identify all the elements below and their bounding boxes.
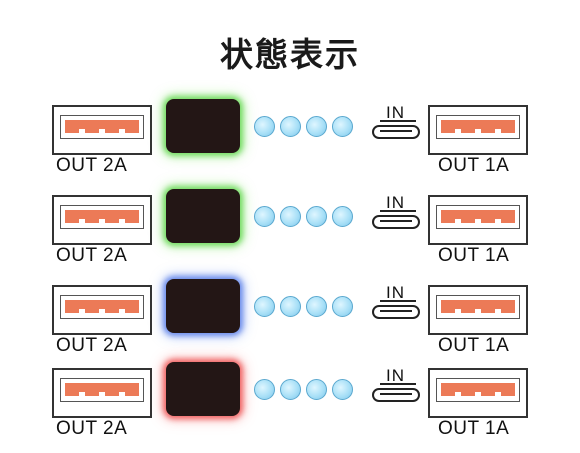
power-button-green-glow — [166, 99, 240, 153]
out-1a-label: OUT 1A — [438, 335, 510, 356]
battery-led-icon — [254, 116, 275, 137]
battery-led-icon — [306, 379, 327, 400]
battery-led-icon — [254, 379, 275, 400]
status-row-3: OUT 2A IN OUT 1A — [0, 279, 580, 369]
battery-led-icon — [332, 116, 353, 137]
battery-led-icon — [280, 206, 301, 227]
power-button-blue-glow — [166, 279, 240, 333]
power-button-red-glow — [166, 362, 240, 416]
status-row-2: OUT 2A IN OUT 1A — [0, 189, 580, 279]
battery-led-icon — [332, 296, 353, 317]
battery-led-icon — [332, 206, 353, 227]
usb-a-port-out-2a-icon — [52, 368, 152, 418]
usb-c-underline — [380, 210, 416, 212]
battery-led-icon — [332, 379, 353, 400]
out-2a-label: OUT 2A — [56, 418, 128, 439]
battery-led-icon — [306, 296, 327, 317]
usb-a-port-out-2a-icon — [52, 195, 152, 245]
battery-led-icon — [254, 206, 275, 227]
out-2a-label: OUT 2A — [56, 155, 128, 176]
usb-a-port-out-1a-icon — [428, 285, 528, 335]
page-title: 状態表示 — [220, 35, 360, 74]
usb-a-port-out-1a-icon — [428, 105, 528, 155]
out-1a-label: OUT 1A — [438, 155, 510, 176]
battery-led-icon — [280, 116, 301, 137]
input-label: IN — [386, 103, 405, 122]
usb-c-underline — [380, 300, 416, 302]
usb-a-port-out-1a-icon — [428, 195, 528, 245]
power-button-green-glow — [166, 189, 240, 243]
out-1a-label: OUT 1A — [438, 418, 510, 439]
status-row-4: OUT 2A IN OUT 1A — [0, 362, 580, 452]
usb-c-port-icon — [372, 388, 420, 402]
input-label: IN — [386, 366, 405, 385]
usb-c-port-icon — [372, 125, 420, 139]
battery-led-icon — [306, 206, 327, 227]
out-2a-label: OUT 2A — [56, 245, 128, 266]
usb-a-port-out-2a-icon — [52, 285, 152, 335]
input-label: IN — [386, 283, 405, 302]
usb-c-underline — [380, 120, 416, 122]
usb-c-port-icon — [372, 215, 420, 229]
usb-a-port-out-2a-icon — [52, 105, 152, 155]
out-1a-label: OUT 1A — [438, 245, 510, 266]
usb-c-port-icon — [372, 305, 420, 319]
battery-led-icon — [306, 116, 327, 137]
usb-c-underline — [380, 383, 416, 385]
status-row-1: OUT 2A IN OUT 1A — [0, 99, 580, 189]
battery-led-icon — [254, 296, 275, 317]
battery-led-icon — [280, 296, 301, 317]
out-2a-label: OUT 2A — [56, 335, 128, 356]
input-label: IN — [386, 193, 405, 212]
battery-led-icon — [280, 379, 301, 400]
usb-a-port-out-1a-icon — [428, 368, 528, 418]
